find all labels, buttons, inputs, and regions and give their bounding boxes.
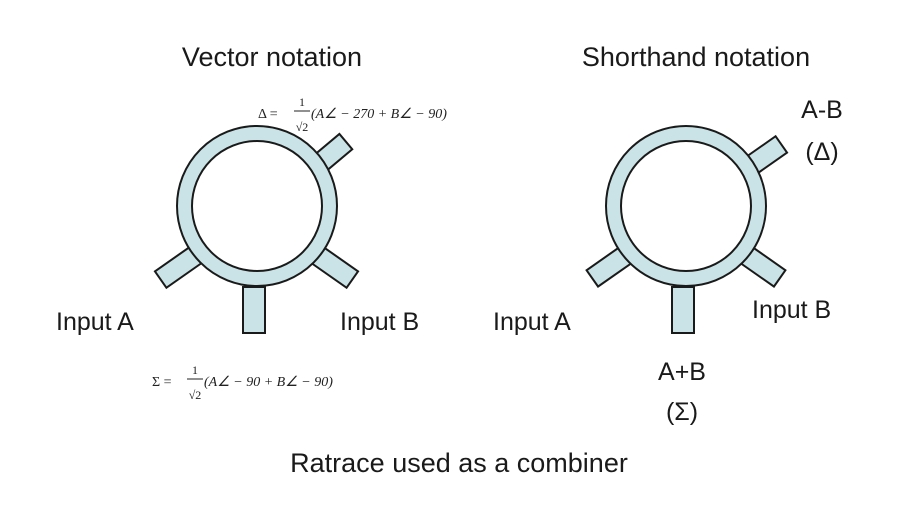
- delta-equation-a-term: (A∠ − 270 + B∠ − 90): [311, 107, 447, 122]
- shorthand-ratrace-ring-inner: [620, 140, 752, 272]
- delta-equation-numerator: 1: [299, 95, 305, 109]
- vector-notation-panel: Vector notation Input A Input B Δ = 1 √2…: [56, 42, 447, 402]
- sigma-equation: Σ = 1 √2 (A∠ − 90 + B∠ − 90): [152, 363, 333, 402]
- diff-symbol: (Δ): [805, 138, 838, 166]
- shorthand-sum-port: [671, 286, 695, 334]
- input-a-label: Input A: [56, 308, 134, 336]
- input-b-label: Input B: [340, 308, 419, 336]
- sum-label: A+B: [658, 358, 706, 386]
- diff-label: A-B: [801, 96, 843, 124]
- delta-equation-lhs: Δ =: [258, 107, 278, 122]
- shorthand-input-b-label: Input B: [752, 296, 831, 324]
- sigma-equation-lhs: Σ =: [152, 375, 172, 390]
- sum-port: [242, 286, 266, 334]
- sum-symbol: (Σ): [666, 398, 698, 426]
- sigma-equation-terms: (A∠ − 90 + B∠ − 90): [204, 375, 333, 390]
- delta-equation-denominator: √2: [296, 120, 309, 134]
- shorthand-input-a-label: Input A: [493, 308, 571, 336]
- shorthand-notation-title: Shorthand notation: [582, 42, 810, 72]
- diagram-caption: Ratrace used as a combiner: [290, 448, 628, 478]
- ratrace-ring-inner: [191, 140, 323, 272]
- delta-equation: Δ = 1 √2 (A∠ − 270 + B∠ − 90): [258, 95, 447, 134]
- shorthand-notation-panel: Shorthand notation Input A Input B A-B (…: [493, 42, 843, 426]
- sigma-equation-denominator: √2: [189, 388, 202, 402]
- vector-notation-title: Vector notation: [182, 42, 362, 72]
- sigma-equation-numerator: 1: [192, 363, 198, 377]
